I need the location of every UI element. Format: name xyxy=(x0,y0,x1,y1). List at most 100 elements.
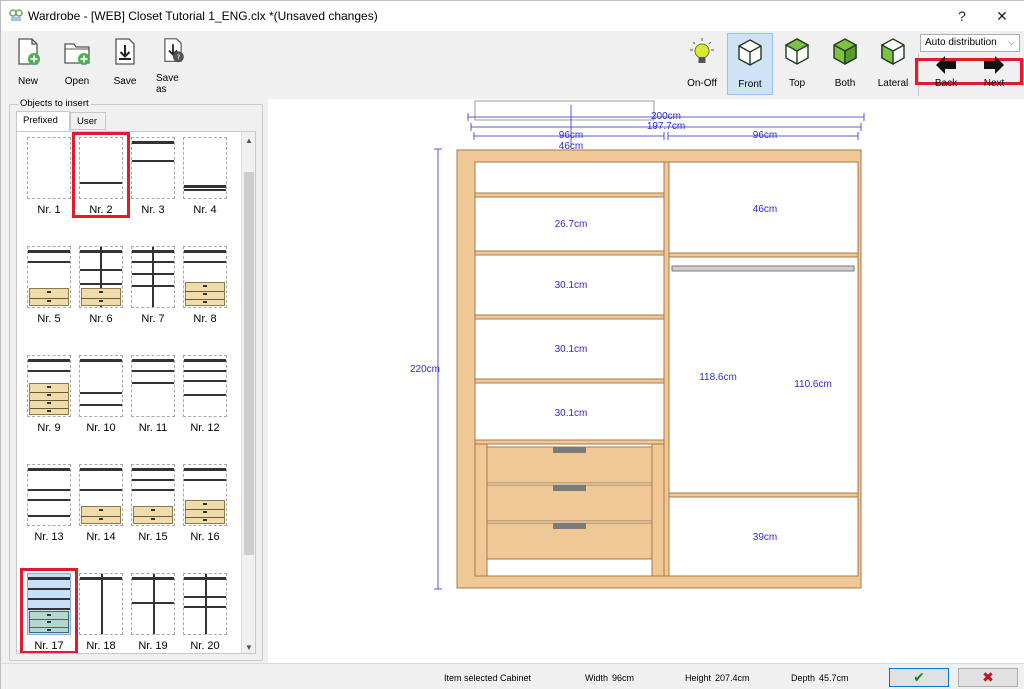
object-thumbnail-label[interactable]: Nr. 13 xyxy=(34,531,64,543)
width-value: 96cm xyxy=(612,673,635,683)
thumbnail-shelf xyxy=(28,359,70,362)
lightbulb-icon xyxy=(690,38,714,63)
object-thumbnail[interactable] xyxy=(183,464,227,526)
object-thumbnail-label[interactable]: Nr. 17 xyxy=(34,640,64,652)
thumbnail-shelf xyxy=(80,392,122,394)
tab-user[interactable]: User xyxy=(70,112,106,130)
objects-panel: Objects to insert Prefixed User ▲ ▼ Nr. … xyxy=(9,98,263,661)
open-button[interactable]: Open xyxy=(61,33,93,95)
object-thumbnail-label[interactable]: Nr. 18 xyxy=(86,640,116,652)
drawer-handle xyxy=(47,386,51,388)
next-button[interactable]: Next xyxy=(971,56,1017,96)
right-shelves[interactable] xyxy=(668,252,859,498)
object-thumbnail[interactable] xyxy=(131,573,175,635)
left-shelves[interactable] xyxy=(474,192,665,445)
object-thumbnail[interactable] xyxy=(27,355,71,417)
object-thumbnail-label[interactable]: Nr. 1 xyxy=(37,204,61,216)
object-thumbnail-label[interactable]: Nr. 19 xyxy=(138,640,168,652)
object-thumbnail-label[interactable]: Nr. 14 xyxy=(86,531,116,543)
drawer-handle xyxy=(99,518,103,520)
dim-depth: 46cm xyxy=(559,141,583,152)
object-thumbnail[interactable] xyxy=(183,137,227,199)
drawer-block[interactable] xyxy=(474,443,665,577)
object-thumbnail-label[interactable]: Nr. 7 xyxy=(141,313,165,325)
drawing-canvas[interactable]: 200cm 197.7cm 96cm 96cm 46cm 220cm 26.7c… xyxy=(268,99,1024,663)
object-thumbnail-label[interactable]: Nr. 20 xyxy=(190,640,220,652)
distribution-dropdown[interactable]: Auto distribution ⌵ xyxy=(920,34,1020,52)
grid-scrollbar[interactable]: ▲ ▼ xyxy=(241,132,255,653)
object-thumbnail[interactable] xyxy=(79,573,123,635)
object-thumbnail-label[interactable]: Nr. 15 xyxy=(138,531,168,543)
save-as-icon: ? xyxy=(164,38,184,63)
object-thumbnail-label[interactable]: Nr. 5 xyxy=(37,313,61,325)
tab-prefixed[interactable]: Prefixed xyxy=(16,111,70,131)
wardrobe-drawing[interactable]: 200cm 197.7cm 96cm 96cm 46cm 220cm 26.7c… xyxy=(268,99,1024,663)
front-view-button[interactable]: Front xyxy=(727,33,773,95)
scroll-up-icon[interactable]: ▲ xyxy=(245,135,253,145)
svg-text:?: ? xyxy=(176,53,180,62)
object-thumbnail[interactable] xyxy=(27,246,71,308)
lateral-view-button[interactable]: Lateral xyxy=(870,33,916,95)
highlight-thumbnail-nr2 xyxy=(72,132,130,218)
on-off-button[interactable]: On-Off xyxy=(679,33,725,95)
new-button[interactable]: New xyxy=(13,33,43,95)
object-thumbnail[interactable] xyxy=(27,137,71,199)
scroll-thumb[interactable] xyxy=(244,172,254,555)
object-thumbnail-label[interactable]: Nr. 9 xyxy=(37,422,61,434)
dim-left-shelf-4: 30.1cm xyxy=(555,408,588,419)
object-thumbnail[interactable] xyxy=(79,137,123,199)
help-button[interactable]: ? xyxy=(958,8,966,24)
title-bar: Wardrobe - [WEB] Closet Tutorial 1_ENG.c… xyxy=(1,1,1024,31)
distribution-value: Auto distribution xyxy=(925,37,997,48)
object-thumbnail[interactable] xyxy=(131,137,175,199)
drawer-handle xyxy=(151,518,155,520)
cancel-button[interactable]: ✖ xyxy=(958,668,1018,687)
back-button[interactable]: Back xyxy=(923,56,969,96)
thumbnail-shelf xyxy=(184,359,226,362)
status-bar: Item selected Cabinet Width 96cm Height … xyxy=(1,663,1024,689)
thumbnail-drawers xyxy=(185,500,225,524)
thumbnail-drawers xyxy=(81,288,121,306)
drawer-handle xyxy=(47,402,51,404)
object-thumbnail-label[interactable]: Nr. 10 xyxy=(86,422,116,434)
dim-right-top: 46cm xyxy=(753,204,777,215)
object-thumbnail-label[interactable]: Nr. 16 xyxy=(190,531,220,543)
object-thumbnail[interactable] xyxy=(79,246,123,308)
hanging-rail[interactable] xyxy=(671,265,855,272)
object-thumbnail[interactable] xyxy=(27,573,71,635)
top-view-button[interactable]: Top xyxy=(774,33,820,95)
object-thumbnail-label[interactable]: Nr. 8 xyxy=(193,313,217,325)
object-thumbnail-label[interactable]: Nr. 6 xyxy=(89,313,113,325)
drawer-handle xyxy=(47,621,51,623)
thumbnail-divider xyxy=(100,247,102,307)
object-thumbnail[interactable] xyxy=(131,355,175,417)
close-window-button[interactable]: ✕ xyxy=(996,7,1008,24)
object-thumbnail[interactable] xyxy=(79,464,123,526)
drawer-handle xyxy=(47,614,51,616)
drawer-line xyxy=(186,509,224,510)
object-thumbnail-label[interactable]: Nr. 3 xyxy=(141,204,165,216)
object-thumbnail[interactable] xyxy=(183,246,227,308)
save-button[interactable]: Save xyxy=(111,33,139,95)
scroll-down-icon[interactable]: ▼ xyxy=(245,642,253,652)
window-title: Wardrobe - [WEB] Closet Tutorial 1_ENG.c… xyxy=(28,9,378,23)
object-thumbnail-label[interactable]: Nr. 4 xyxy=(193,204,217,216)
drawer-line xyxy=(30,392,68,393)
object-thumbnail[interactable] xyxy=(131,464,175,526)
object-thumbnail[interactable] xyxy=(183,573,227,635)
object-thumbnail[interactable] xyxy=(79,355,123,417)
both-view-button[interactable]: Both xyxy=(822,33,868,95)
save-as-button[interactable]: ? Save as xyxy=(156,33,190,95)
object-thumbnail-label[interactable]: Nr. 2 xyxy=(89,204,113,216)
ok-button[interactable]: ✔ xyxy=(889,668,949,687)
object-thumbnail[interactable] xyxy=(27,464,71,526)
object-thumbnail-label[interactable]: Nr. 11 xyxy=(138,422,168,434)
object-thumbnail[interactable] xyxy=(131,246,175,308)
drawer-line xyxy=(186,299,224,300)
back-label: Back xyxy=(934,78,958,89)
thumbnail-shelf xyxy=(132,141,174,144)
object-thumbnail[interactable] xyxy=(183,355,227,417)
thumbnail-drawers xyxy=(29,383,69,415)
object-thumbnail-label[interactable]: Nr. 12 xyxy=(190,422,220,434)
highlight-thumbnail-nr17 xyxy=(20,568,78,653)
